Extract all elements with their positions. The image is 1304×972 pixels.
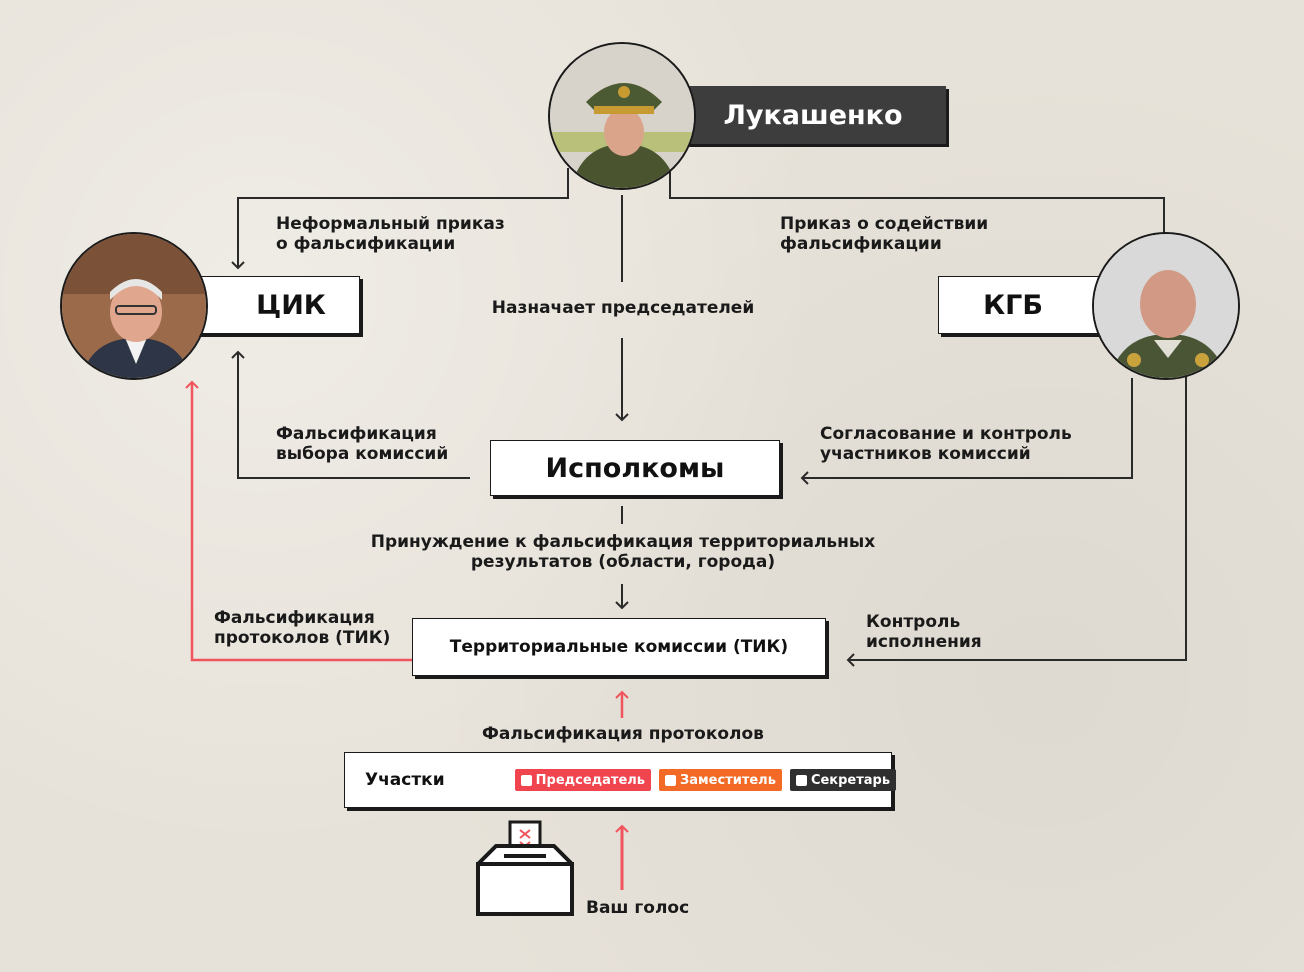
uchastki-label: Участки [365, 770, 445, 790]
lukashenko-avatar [548, 42, 696, 190]
kgb-box: КГБ [938, 276, 1104, 334]
edge-coercion: Принуждение к фальсификация территориаль… [370, 532, 876, 572]
cik-avatar [60, 232, 208, 380]
edge-execution-control: Контроль исполнения [866, 612, 982, 652]
user-badge-icon [795, 774, 807, 786]
your-vote-label: Ваш голос [586, 898, 690, 918]
cik-label: ЦИК [256, 289, 326, 321]
role-chairman-badge: Председатель [514, 769, 652, 791]
ispolkomy-box: Исполкомы [490, 440, 780, 496]
role-secretary-badge: Секретарь [789, 769, 897, 791]
ballot-box-icon [474, 818, 576, 918]
role-secretary-label: Секретарь [810, 772, 891, 788]
role-deputy-badge: Заместитель [659, 769, 782, 791]
edge-approval-control: Согласование и контроль участников комис… [820, 424, 1072, 464]
tik-box: Территориальные комиссии (ТИК) [412, 618, 826, 676]
ispolkomy-label: Исполкомы [545, 452, 725, 484]
user-badge-icon [665, 774, 677, 786]
role-deputy-label: Заместитель [680, 772, 776, 788]
role-chairman-label: Председатель [535, 772, 646, 788]
edge-tik-protocols: Фальсификация протоколов (ТИК) [214, 608, 391, 648]
kgb-label: КГБ [983, 289, 1043, 321]
tik-label: Территориальные комиссии (ТИК) [449, 637, 789, 657]
user-badge-icon [520, 774, 532, 786]
lukashenko-label: Лукашенко [668, 86, 946, 144]
edge-informal-order: Неформальный приказ о фальсификации [276, 214, 505, 254]
edge-commission-choice: Фальсификация выбора комиссий [276, 424, 449, 464]
edge-appoints: Назначает председателей [491, 298, 755, 318]
cik-box: ЦИК [192, 276, 360, 334]
edge-protocols: Фальсификация протоколов [482, 724, 764, 744]
edge-assist-order: Приказ о содействии фальсификации [780, 214, 989, 254]
kgb-avatar [1092, 232, 1240, 380]
uchastki-box: Участки Председатель Заместитель Секрета… [344, 752, 897, 808]
